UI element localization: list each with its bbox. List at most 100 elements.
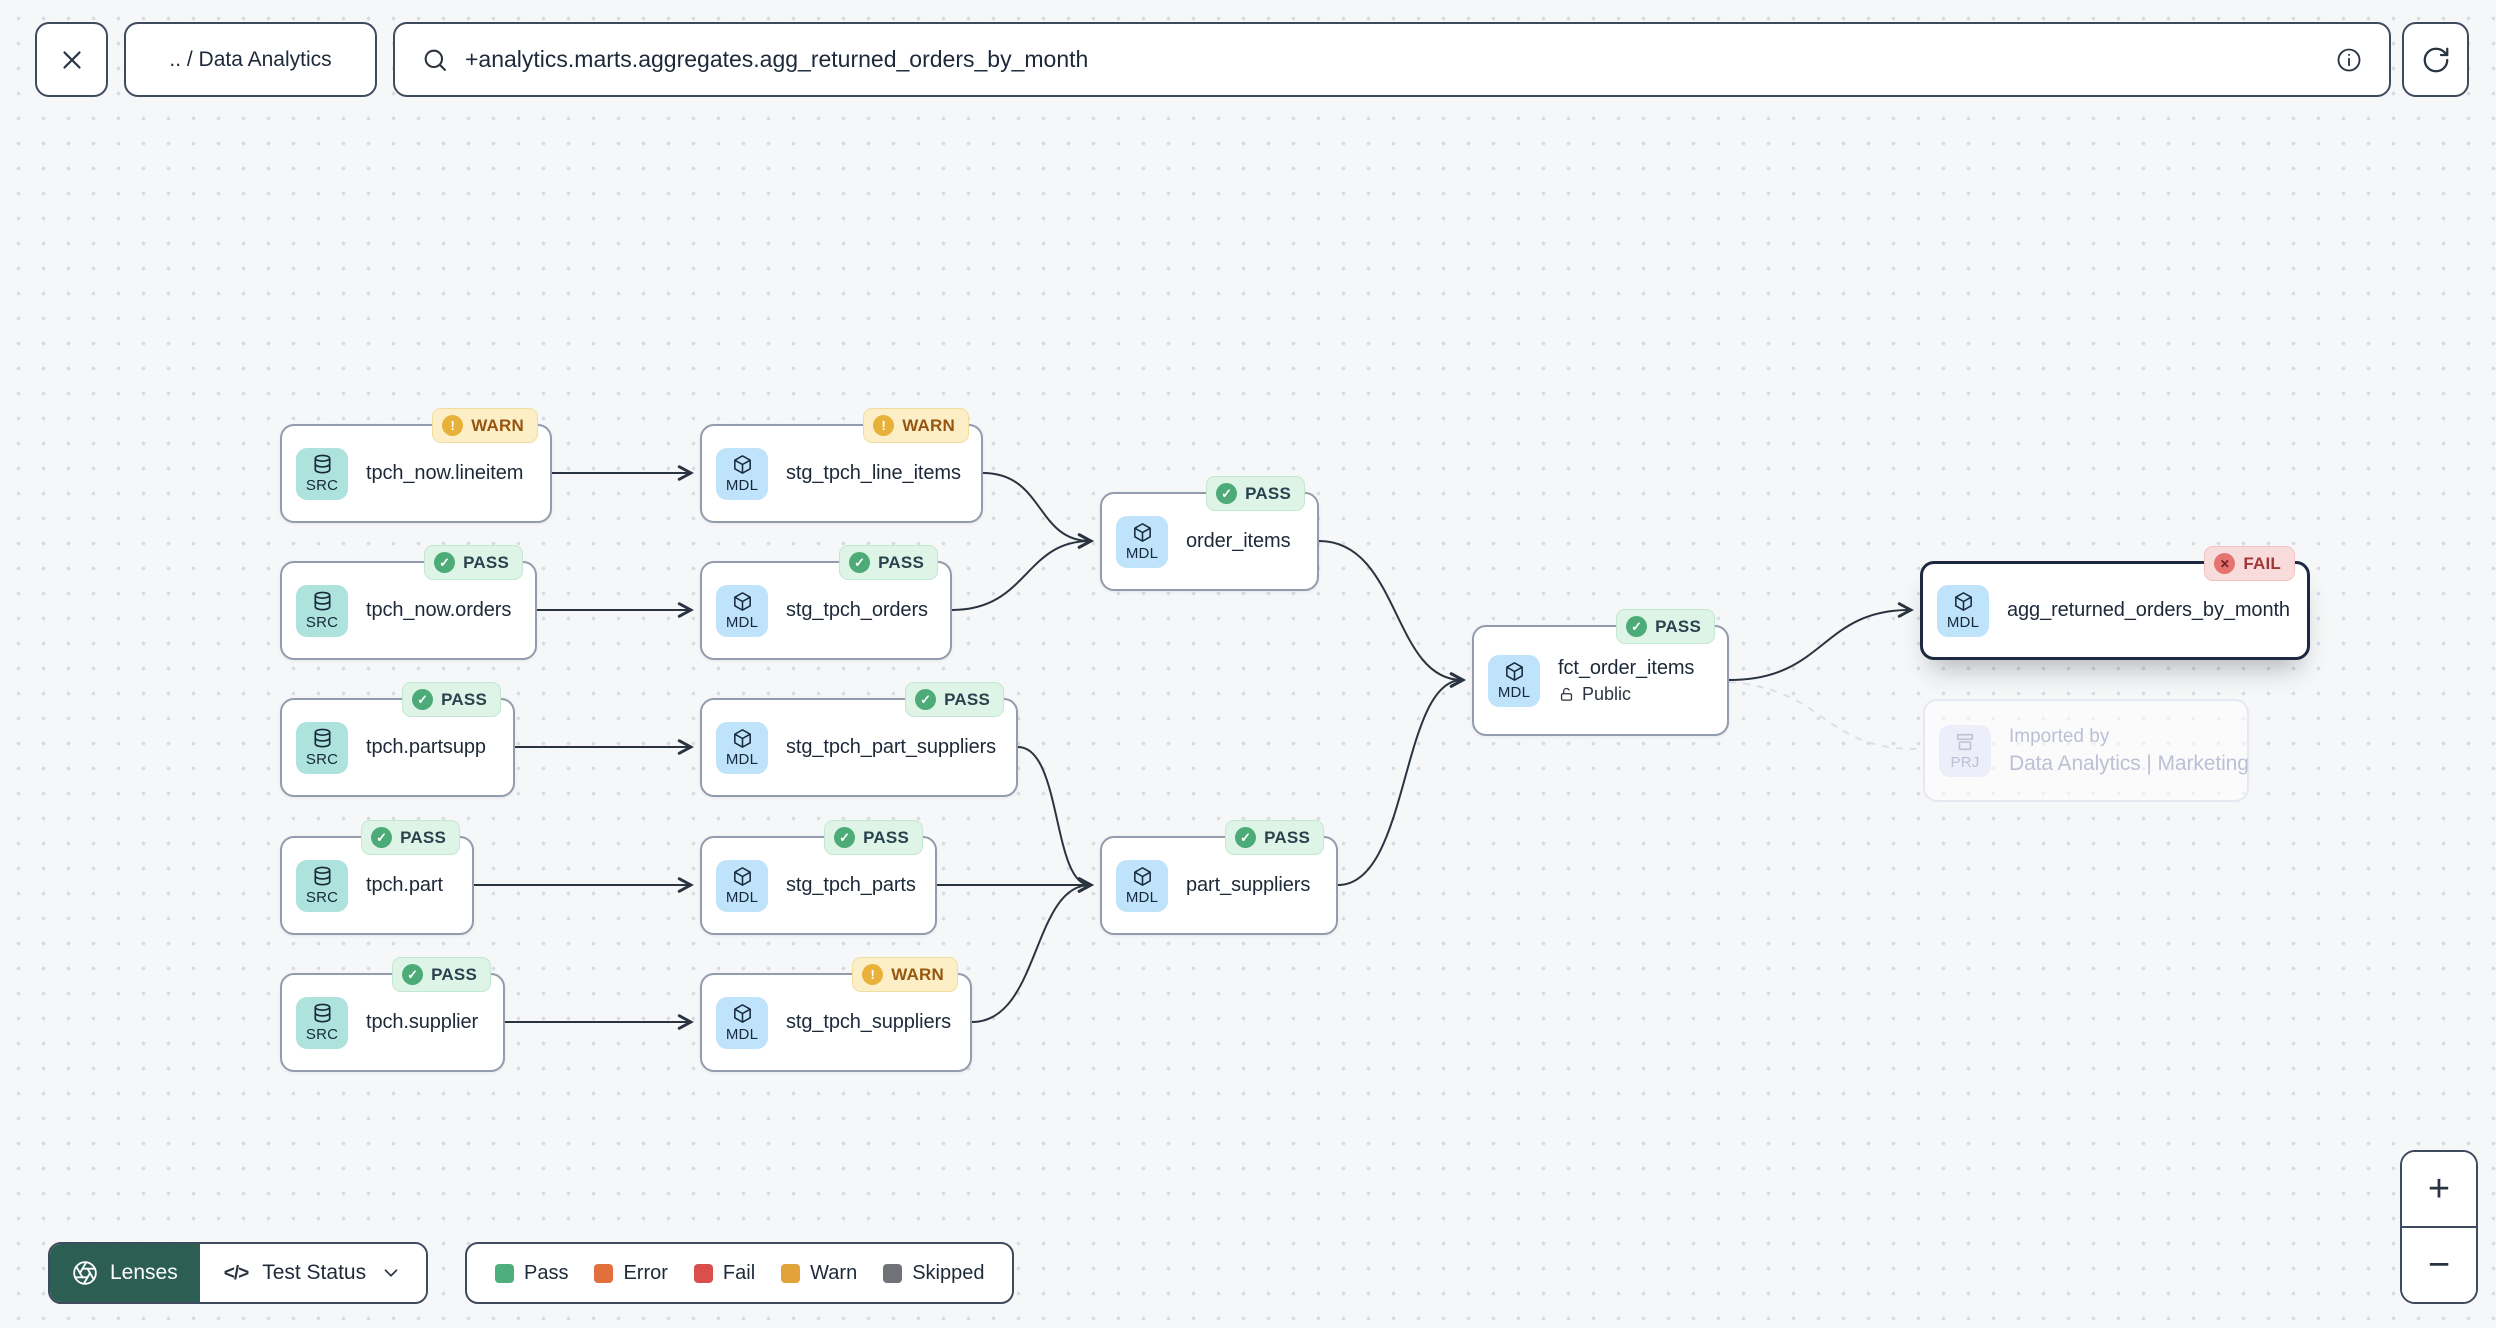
- zoom-controls: + −: [2400, 1150, 2478, 1304]
- database-icon: [313, 1003, 331, 1023]
- chevron-down-icon: [384, 1269, 398, 1277]
- lineage-edge: [982, 472, 1094, 549]
- breadcrumb[interactable]: .. / Data Analytics: [124, 22, 377, 97]
- lineage-edge: [1337, 672, 1466, 886]
- error-swatch: [594, 1263, 614, 1283]
- database-icon: [313, 454, 331, 474]
- legend-item-error: Error: [594, 1262, 668, 1285]
- aperture-icon: [73, 1261, 97, 1285]
- check-icon: [834, 827, 856, 848]
- status-legend: Pass Error Fail Warn Skipped: [465, 1242, 1015, 1304]
- warn-icon: [862, 964, 884, 985]
- legend-item-fail: Fail: [693, 1262, 755, 1285]
- cube-icon: [733, 592, 751, 611]
- warn-icon: [442, 415, 464, 436]
- node-tpch-now-orders[interactable]: PASS SRC tpch_now.orders: [280, 545, 537, 660]
- breadcrumb-label: .. / Data Analytics: [169, 47, 332, 71]
- source-type-icon: SRC: [296, 996, 348, 1049]
- check-icon: [1216, 483, 1238, 504]
- lens-selector-dropdown[interactable]: Test Status: [199, 1244, 427, 1302]
- zoom-in-button[interactable]: +: [2402, 1152, 2476, 1228]
- status-badge: PASS: [839, 545, 938, 580]
- database-icon: [313, 728, 331, 748]
- node-tpch-part[interactable]: PASS SRC tpch.part: [280, 820, 474, 935]
- node-tpch-now-lineitem[interactable]: WARN SRC tpch_now.lineitem: [280, 408, 552, 523]
- node-stg-tpch-orders[interactable]: PASS MDL stg_tpch_orders: [700, 545, 952, 660]
- cube-icon: [1954, 592, 1972, 611]
- skipped-swatch: [883, 1263, 903, 1283]
- lineage-edge: [951, 533, 1094, 611]
- code-icon: [224, 1261, 248, 1285]
- lineage-edge-dashed: [1728, 681, 1917, 750]
- node-fct-order-items[interactable]: PASS MDL fct_order_items Public: [1472, 609, 1729, 736]
- node-label: agg_returned_orders_by_month: [2007, 599, 2290, 621]
- close-button[interactable]: [35, 22, 108, 97]
- refresh-icon: [2423, 47, 2448, 72]
- cube-icon: [733, 455, 751, 474]
- check-icon: [915, 689, 937, 710]
- status-badge: PASS: [402, 682, 501, 717]
- status-badge: FAIL: [2204, 546, 2295, 581]
- cube-icon: [733, 867, 751, 886]
- check-icon: [402, 964, 424, 985]
- search-bar[interactable]: +analytics.marts.aggregates.agg_returned…: [393, 22, 2391, 97]
- close-icon: [62, 50, 81, 69]
- node-imported-project[interactable]: PRJ Imported by Data Analytics | Marketi…: [1923, 699, 2249, 802]
- node-label: stg_tpch_line_items: [786, 462, 961, 484]
- cube-icon: [733, 1004, 751, 1023]
- node-label: tpch.supplier: [366, 1011, 479, 1033]
- node-tpch-supplier[interactable]: PASS SRC tpch.supplier: [280, 957, 505, 1072]
- node-agg-returned-orders-by-month[interactable]: FAIL MDL agg_returned_orders_by_month: [1920, 546, 2310, 660]
- model-type-icon: MDL: [716, 447, 768, 500]
- node-order-items[interactable]: PASS MDL order_items: [1100, 476, 1319, 591]
- status-badge: PASS: [361, 820, 460, 855]
- model-type-icon: MDL: [1116, 859, 1168, 912]
- fail-icon: [2214, 553, 2236, 574]
- node-stg-tpch-line-items[interactable]: WARN MDL stg_tpch_line_items: [700, 408, 983, 523]
- warn-icon: [873, 415, 895, 436]
- search-icon: [424, 49, 446, 71]
- model-type-icon: MDL: [1488, 654, 1540, 707]
- node-label: stg_tpch_parts: [786, 874, 916, 896]
- node-stg-tpch-parts[interactable]: PASS MDL stg_tpch_parts: [700, 820, 937, 935]
- lineage-edge: [1017, 746, 1094, 893]
- model-type-icon: MDL: [716, 584, 768, 637]
- model-type-icon: MDL: [1937, 584, 1989, 637]
- search-input[interactable]: +analytics.marts.aggregates.agg_returned…: [465, 46, 1089, 72]
- info-icon[interactable]: [2335, 46, 2363, 74]
- archive-icon: [1956, 733, 1974, 750]
- check-icon: [1235, 827, 1257, 848]
- node-stg-tpch-part-suppliers[interactable]: PASS MDL stg_tpch_part_suppliers: [700, 682, 1018, 797]
- cube-icon: [1133, 523, 1151, 542]
- status-badge: PASS: [1225, 820, 1324, 855]
- unlock-icon: [1560, 687, 1573, 701]
- source-type-icon: SRC: [296, 584, 348, 637]
- status-badge: WARN: [863, 408, 969, 443]
- lineage-edge: [1318, 540, 1466, 688]
- node-label: stg_tpch_orders: [786, 599, 928, 621]
- cube-icon: [1505, 662, 1523, 681]
- node-label: fct_order_items: [1558, 656, 1695, 679]
- warn-swatch: [781, 1263, 801, 1283]
- status-badge: PASS: [1616, 609, 1715, 644]
- node-part-suppliers[interactable]: PASS MDL part_suppliers: [1100, 820, 1338, 935]
- node-label: part_suppliers: [1186, 874, 1311, 896]
- node-label: tpch.partsupp: [366, 736, 486, 758]
- node-tpch-partsupp[interactable]: PASS SRC tpch.partsupp: [280, 682, 515, 797]
- project-type-icon: PRJ: [1939, 724, 1991, 777]
- model-type-icon: MDL: [716, 996, 768, 1049]
- node-stg-tpch-suppliers[interactable]: WARN MDL stg_tpch_suppliers: [700, 957, 972, 1072]
- refresh-button[interactable]: [2402, 22, 2469, 97]
- check-icon: [1626, 616, 1648, 637]
- database-icon: [313, 591, 331, 611]
- access-label: Public: [1558, 684, 1694, 705]
- zoom-out-button[interactable]: −: [2402, 1228, 2476, 1302]
- legend-item-pass: Pass: [495, 1262, 568, 1285]
- source-type-icon: SRC: [296, 447, 348, 500]
- source-type-icon: SRC: [296, 859, 348, 912]
- legend-item-skipped: Skipped: [883, 1262, 984, 1285]
- lenses-button[interactable]: Lenses: [50, 1244, 200, 1302]
- cube-icon: [1133, 867, 1151, 886]
